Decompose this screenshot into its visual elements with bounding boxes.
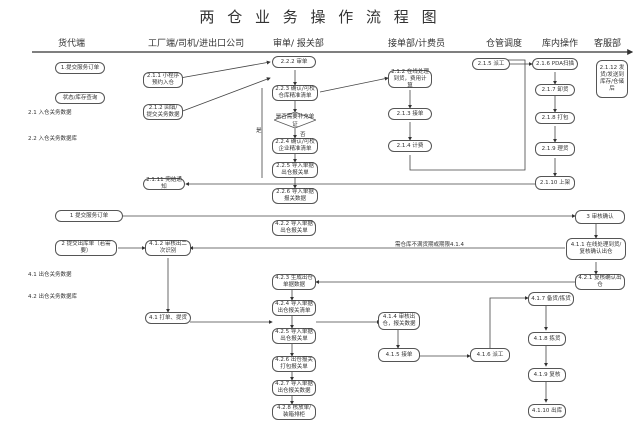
label-yes: 是	[256, 128, 262, 134]
node-2-1-1: 2.1.1 小程序预约入仓	[143, 72, 183, 88]
node-status-query: 状态/库存查询	[55, 92, 105, 104]
node-4-1-6: 4.1.6 派工	[470, 348, 510, 362]
lane-order: 接单部/计费员	[388, 39, 446, 49]
node-4-1-8: 4.1.8 拣货	[528, 332, 566, 346]
node-2-1-10: 2.1.10 上架	[535, 176, 575, 190]
lane-operations: 库内操作	[542, 39, 579, 49]
node-2-2-6: 2.2.6 导入单据报关数据	[272, 188, 318, 204]
lane-factory: 工厂端/司机/进出口公司	[148, 39, 245, 49]
lane-service: 客服部	[594, 39, 622, 49]
node-4-2-2: 4.2.2 导入单据出仓报关单	[272, 220, 316, 236]
lane-warehouse: 仓管调度	[486, 39, 523, 49]
node-4-1-2: 4.1.2 审核出二次识别	[145, 240, 191, 256]
node-submit-order: 1.提交服务订单	[55, 62, 105, 74]
node-outbound-submit: 2 提交出库单（若需要）	[55, 240, 117, 256]
node-2-1-2: 2.1.2 回填/提交关务数据	[143, 104, 183, 120]
node-2-1-5: 2.1.5 派工	[472, 58, 510, 70]
note-inbound-db: 2.2 入仓关务数据库	[28, 136, 77, 142]
diagram-title: 两 仓 业 务 操 作 流 程 图	[199, 8, 441, 26]
node-2-1-8: 2.1.8 打包	[535, 112, 575, 124]
node-2-1-7: 2.1.7 卸货	[535, 84, 575, 96]
label-no: 否	[300, 132, 306, 138]
lane-forwarder: 货代端	[58, 39, 86, 49]
node-4-2-6: 4.2.6 出仓报关打包报关单	[272, 356, 316, 372]
node-4-2-8: 4.2.8 核放单/装箱排柜	[272, 404, 316, 420]
node-3-review: 3 审核确认	[575, 210, 625, 224]
note-condition: 需仓库不满货期或期限4.1.4	[395, 242, 464, 248]
node-4-1-4: 4.1.4 审核出仓，报关数据	[378, 312, 420, 330]
node-4-2-3: 4.2.3 生成出仓单据数据	[272, 274, 316, 290]
node-outbound-order: 1 提交服务订单	[55, 210, 123, 222]
node-2-1-11: 2.1.11 完结通知	[143, 177, 185, 190]
note-inbound-data: 2.1 入仓关务数据	[28, 110, 72, 116]
node-4-1-9: 4.1.9 复核	[528, 368, 566, 382]
node-4-1-5: 4.1.5 接单	[378, 348, 420, 362]
note-outbound-data: 4.1 出仓关务数据	[28, 272, 72, 278]
node-4-1-1: 4.1.1 在线处理到货/复核确认出仓	[566, 238, 626, 260]
node-4-2-1: 4.2.1 复核确认出仓	[575, 274, 625, 290]
node-4-2-5: 4.2.5 导入单据出仓报关单	[272, 328, 316, 344]
node-2-2-2: 2.2.2 审单	[272, 56, 316, 68]
decision-supplement: 是否需要补充单证	[274, 112, 316, 128]
node-2-2-4: 2.2.4 确认/可校企业精准清单	[272, 138, 318, 154]
node-4-2-4: 4.2.4 导入单据出仓报关清单	[272, 300, 316, 316]
node-4-1-7: 4.1.7 备货/拣货	[528, 292, 574, 306]
node-2-2-3: 2.2.3 确认/可校仓库精准清单	[272, 85, 318, 101]
node-order-2-1-2: 2.1.2 在线处理到货，费用计算	[388, 69, 432, 89]
note-outbound-db: 4.2 出仓关务数据库	[28, 294, 77, 300]
node-4-2-7: 4.2.7 导入单据出仓报关数据	[272, 380, 316, 396]
node-4-1-10: 4.1.10 出库	[528, 404, 566, 418]
node-2-1-6: 2.1.6 PDA扫描	[532, 58, 578, 70]
node-2-1-4: 2.1.4 计费	[388, 140, 432, 152]
decision-label: 是否需要补充单证	[275, 114, 315, 128]
lane-review: 审单/ 报关部	[273, 39, 324, 49]
node-2-1-12: 2.1.12 发货/发送到库存/仓储后	[596, 60, 628, 98]
node-2-1-9: 2.1.9 理货	[535, 142, 575, 156]
node-2-2-5: 2.2.5 导入单据出仓报关单	[272, 162, 318, 178]
node-2-1-3: 2.1.3 接单	[388, 108, 432, 120]
node-4-1: 4.1 打单、提货	[145, 312, 191, 324]
